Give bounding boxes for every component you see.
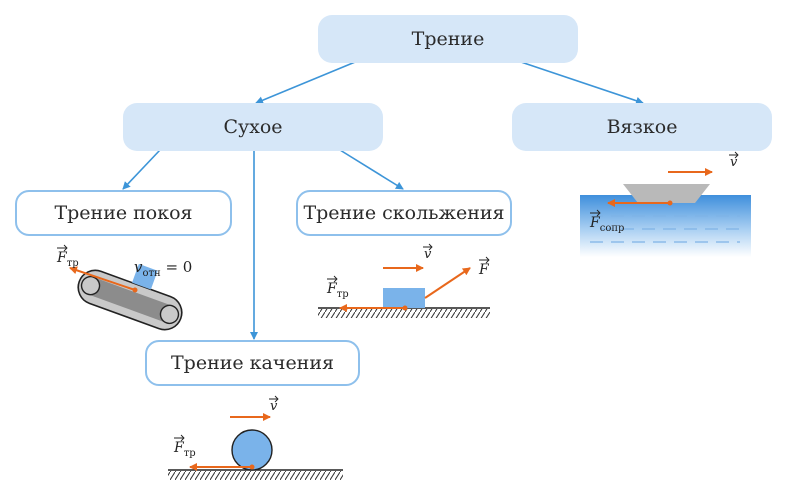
connector-dry-sliding (339, 149, 404, 190)
sliding-block (383, 288, 425, 308)
sliding-friction-label: Fтр (326, 281, 349, 300)
node-dry-friction-label: Сухое (223, 116, 283, 138)
node-static-friction: Трение покоя (15, 190, 232, 236)
rolling-illustration: v Fтр (168, 395, 343, 480)
connector-root-dry (255, 59, 361, 105)
node-viscous-friction-label: Вязкое (606, 116, 678, 138)
node-sliding-friction-label: Трение скольжения (303, 202, 505, 224)
sliding-applied-force-arrow (424, 267, 471, 299)
conveyor-block (132, 263, 158, 290)
rest-force-label: Fтр (56, 250, 79, 269)
node-friction-root: Трение (318, 15, 578, 63)
rest-vrel-label: vотн = 0 (134, 258, 192, 279)
node-dry-friction: Сухое (123, 103, 383, 151)
sliding-F-label: F (478, 262, 490, 278)
node-static-friction-label: Трение покоя (54, 202, 193, 224)
connectors (122, 59, 644, 340)
rolling-v-label: v (270, 399, 278, 414)
viscous-force-label: Fсопр (589, 215, 624, 234)
node-rolling-friction-label: Трение качения (170, 352, 334, 374)
sliding-v-label: v (424, 247, 432, 262)
node-sliding-friction: Трение скольжения (296, 190, 512, 236)
rest-illustration: Fтр vотн = 0 (56, 244, 192, 331)
viscous-v-label: v (730, 155, 738, 170)
node-friction-root-label: Трение (411, 28, 485, 50)
conveyor-roller-right (159, 304, 180, 325)
boat-hull (623, 184, 710, 203)
rolling-friction-label: Fтр (173, 440, 196, 459)
conveyor-roller-left (80, 275, 101, 296)
rest-force-arrow (69, 266, 136, 291)
connector-dry-rest (122, 149, 161, 190)
node-viscous-friction: Вязкое (512, 103, 772, 151)
rolling-wheel (231, 429, 273, 471)
viscous-illustration: v Fсопр (580, 151, 751, 257)
node-rolling-friction: Трение качения (145, 340, 360, 386)
sliding-illustration: v F Fтр (318, 243, 490, 318)
connector-root-viscous (514, 59, 644, 105)
